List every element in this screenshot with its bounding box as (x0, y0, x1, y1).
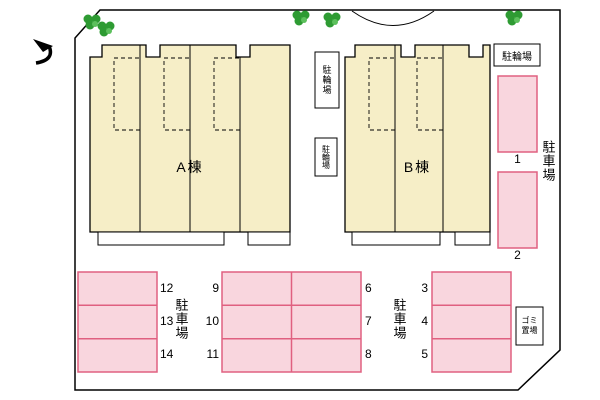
parking-space-number: 6 (365, 281, 372, 295)
car-parking-label: 駐車場 (391, 298, 407, 340)
garbage-box (515, 306, 544, 346)
parking-space-number: 2 (514, 248, 521, 262)
site-boundary (74, 9, 561, 391)
parking-space-number: 1 (514, 152, 521, 166)
parking-space-number: 4 (421, 314, 428, 328)
building-b (344, 44, 491, 246)
parking-group-right (431, 271, 512, 373)
parking-space-number: 7 (365, 314, 372, 328)
bike-parking-box (314, 51, 340, 109)
parking-space-number: 9 (212, 281, 219, 295)
building-b-label: B棟 (403, 159, 432, 175)
parking-space-number: 3 (421, 281, 428, 295)
bike-parking-label: 駐輪場 (321, 145, 331, 169)
bike-parking-label: 駐輪場 (321, 65, 332, 95)
parking-space (497, 75, 538, 153)
compass-icon (33, 39, 53, 65)
tree-icon (505, 10, 523, 26)
parking-space-number: 12 (160, 281, 174, 295)
parking-space (497, 171, 538, 249)
parking-group-middle (221, 271, 362, 373)
car-parking-label: 駐車場 (173, 298, 189, 340)
parking-space-number: 14 (160, 347, 174, 361)
tree-icon (97, 21, 115, 37)
building-a (89, 44, 291, 246)
bike-parking-box (314, 137, 338, 177)
bike-parking-label: 駐輪場 (502, 51, 532, 63)
driveway-arc (351, 10, 435, 26)
parking-space-number: 13 (160, 314, 174, 328)
tree-icon (292, 10, 310, 26)
garbage-label-line2: 置場 (521, 326, 538, 335)
parking-group-left (77, 271, 158, 373)
bike-parking-box (493, 43, 541, 67)
parking-space-number: 11 (206, 347, 219, 361)
garbage-label: ゴミ 置場 (516, 307, 543, 345)
garbage-label-line1: ゴミ (521, 316, 538, 325)
tree-icon (323, 12, 341, 28)
tree-icon (83, 14, 101, 30)
parking-space-number: 5 (421, 347, 428, 361)
car-parking-label: 駐車場 (540, 140, 556, 182)
building-a-label: A棟 (176, 159, 204, 175)
parking-space-number: 10 (205, 314, 219, 328)
parking-space-number: 8 (365, 347, 372, 361)
